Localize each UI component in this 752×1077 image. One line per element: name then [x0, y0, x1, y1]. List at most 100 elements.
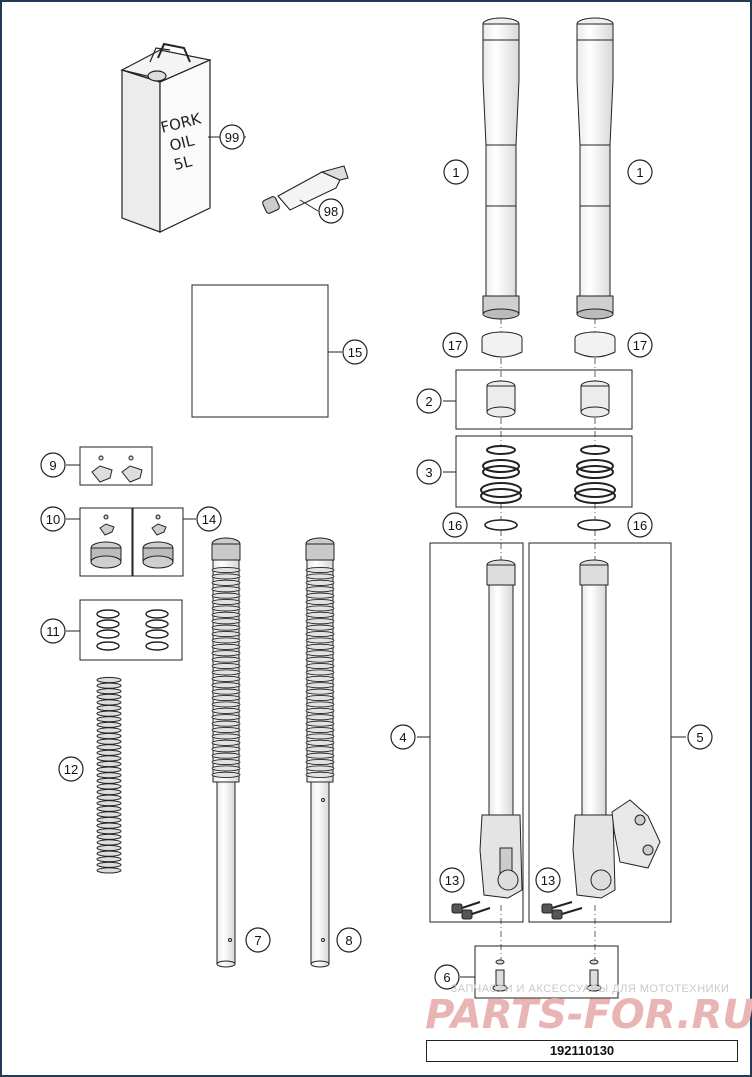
spring-coil [211, 656, 241, 663]
spring-coil [211, 752, 241, 759]
axle-clamp-bolts-13 [451, 901, 583, 920]
spring-coil [211, 618, 241, 625]
callout-99: 99 [225, 130, 239, 145]
spring-coil [305, 624, 335, 631]
part-6-box [474, 945, 619, 999]
fork-oil-can [120, 42, 212, 233]
spring-coil [96, 699, 122, 706]
outer-tube-left [482, 17, 520, 320]
spring-coil [305, 682, 335, 689]
callout-8: 8 [345, 933, 352, 948]
cartridge-7-coils [211, 566, 241, 778]
bushings-2 [486, 380, 610, 418]
spring-coil [211, 682, 241, 689]
callout-5: 5 [696, 730, 703, 745]
callout-circles [40, 124, 713, 990]
spring-coil [305, 765, 335, 772]
spring-coil [305, 701, 335, 708]
spring-coil [305, 669, 335, 676]
callout-2: 2 [425, 394, 432, 409]
spring-coil [96, 816, 122, 824]
spring-coil [96, 716, 122, 723]
callout-14: 14 [202, 512, 216, 527]
spring-coil [96, 688, 122, 695]
spring-coil [305, 592, 335, 599]
callout-13-left: 13 [445, 873, 459, 888]
callout-17-left: 17 [448, 338, 462, 353]
spring-coil [96, 839, 122, 846]
spring-coil [211, 701, 241, 708]
spring-coil [305, 579, 335, 586]
spring-coil [96, 822, 122, 829]
part-11-box [79, 599, 183, 661]
spring-coil [305, 746, 335, 753]
spring-coil [96, 833, 122, 840]
spring-coil [211, 605, 241, 612]
spring-coil [211, 669, 241, 676]
spring-coil [305, 675, 335, 682]
callout-17-right: 17 [633, 338, 647, 353]
spring-coil [305, 694, 335, 702]
o-ring-set-11 [96, 609, 169, 651]
watermark-logo: PARTS-FOR.RU [425, 992, 752, 1038]
part-15-box [191, 284, 329, 418]
inner-tube-left [479, 559, 523, 899]
part-2-box [455, 369, 633, 430]
spring-coil [211, 733, 241, 740]
spring-coil [211, 746, 241, 753]
spring-coil [96, 777, 122, 784]
spring-coil [96, 861, 122, 868]
fork-caps-10-14 [90, 514, 174, 569]
spring-coil [96, 682, 122, 689]
base-valve-bolts-6 [492, 959, 602, 992]
spring-coil [305, 771, 335, 778]
spring-coil [211, 694, 241, 702]
spring-coil [96, 738, 122, 745]
spring-coil [305, 598, 335, 606]
spring-coil [305, 662, 335, 670]
spring-coil [211, 630, 241, 638]
document-number: 192110130 [426, 1040, 738, 1062]
spring-coil [96, 788, 122, 796]
callout-12: 12 [64, 762, 78, 777]
spring-coil [96, 856, 122, 863]
spring-coil [305, 566, 335, 574]
spring-coil [305, 752, 335, 759]
spring-coil [96, 744, 122, 751]
seal-kit-3 [480, 445, 616, 504]
spring-coil [211, 566, 241, 574]
spring-coil [305, 573, 335, 580]
o-ring-16 [484, 519, 611, 531]
spring-coil [305, 688, 335, 695]
spring-coil [211, 637, 241, 644]
spring-coil [305, 656, 335, 663]
outer-tube-right [576, 17, 614, 320]
callout-13-right: 13 [541, 873, 555, 888]
callout-3: 3 [425, 465, 432, 480]
callout-16-left: 16 [448, 518, 462, 533]
spring-coil [211, 726, 241, 734]
spring-coil [96, 727, 122, 734]
spring-coil [305, 714, 335, 721]
callout-1-right: 1 [636, 165, 643, 180]
spring-coil [96, 828, 122, 835]
can-label-line2: OIL [168, 131, 197, 155]
callout-7: 7 [254, 933, 261, 948]
spring-coil [211, 707, 241, 714]
spring-coil [211, 714, 241, 721]
part-4-box [429, 542, 524, 923]
spring-coils [96, 676, 122, 874]
spring-coil [96, 850, 122, 857]
spring-coil [305, 720, 335, 727]
spring-coil [96, 800, 122, 807]
spring-coil [211, 650, 241, 657]
spring-coil [96, 676, 122, 684]
spring-coil [96, 704, 122, 712]
spring-coil [211, 598, 241, 606]
spring-coil [211, 765, 241, 772]
spring-coil [96, 755, 122, 762]
spring-coil [96, 749, 122, 756]
spring-coil [211, 579, 241, 586]
spring-coil [211, 758, 241, 766]
